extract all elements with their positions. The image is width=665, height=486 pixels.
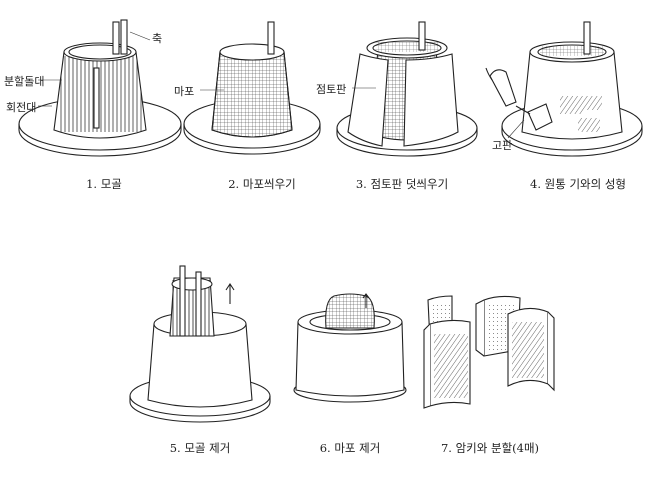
caption-step-7: 7. 암키와 분할(4매)	[440, 441, 540, 455]
step-6-hemp-removal-figure	[293, 293, 407, 403]
step-7-split-tiles-figure	[423, 295, 555, 409]
caption-step-5: 5. 모골 제거	[169, 441, 231, 455]
caption-step-3: 3. 점토판 덧씌우기	[355, 177, 449, 191]
step-5-mold-removal-figure	[129, 265, 271, 423]
label-split-board: 분할돌대	[4, 75, 45, 88]
label-axis: 축	[152, 32, 163, 45]
caption-step-1: 1. 모골	[86, 177, 122, 191]
caption-step-4: 4. 원통 기와의 성형	[530, 177, 626, 191]
label-paddle: 고판	[492, 139, 513, 152]
caption-step-2: 2. 마포씌우기	[228, 177, 296, 191]
step-2-hemp-cover-figure	[183, 21, 321, 155]
step-4-forming-figure	[485, 21, 643, 157]
step-1-mold-figure	[18, 19, 182, 157]
label-hemp-cloth: 마포	[174, 85, 195, 98]
label-turntable: 회전대	[6, 101, 37, 114]
caption-step-6: 6. 마포 제거	[319, 441, 381, 455]
label-clay-slab: 점토판	[316, 83, 347, 96]
step-3-clay-slab-figure	[336, 21, 478, 157]
